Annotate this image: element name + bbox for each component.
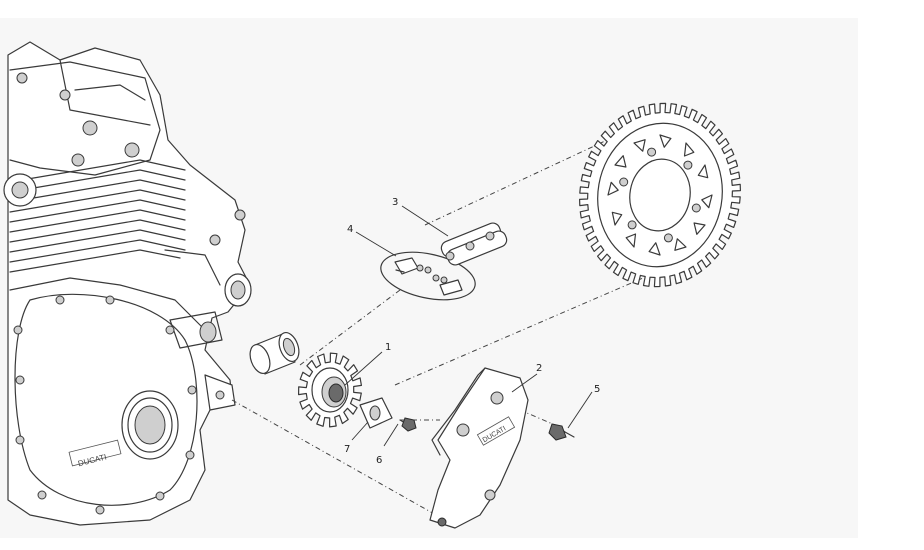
callout-4: 4 <box>347 224 353 235</box>
callout-6: 6 <box>376 455 382 466</box>
callout-1: 1 <box>385 342 391 353</box>
callout-3: 3 <box>392 197 398 208</box>
sprocket-cover: DUCATI <box>429 367 529 529</box>
callout-7: 7 <box>344 444 350 455</box>
callout-5: 5 <box>594 384 600 395</box>
leader-lines <box>344 205 593 447</box>
chain-master-link <box>440 222 508 266</box>
spacer-bushing <box>249 331 300 375</box>
front-sprocket <box>298 352 362 428</box>
callout-numbers: 1 2 3 4 5 6 7 <box>344 197 600 466</box>
engine-block: DUCATI <box>3 41 252 526</box>
cover-screw <box>548 423 575 441</box>
lock-washer <box>359 397 393 429</box>
rear-sprocket <box>579 102 741 288</box>
sprocket-bolt <box>399 417 417 432</box>
chain-clip-link <box>380 251 476 301</box>
callout-2: 2 <box>536 363 542 374</box>
